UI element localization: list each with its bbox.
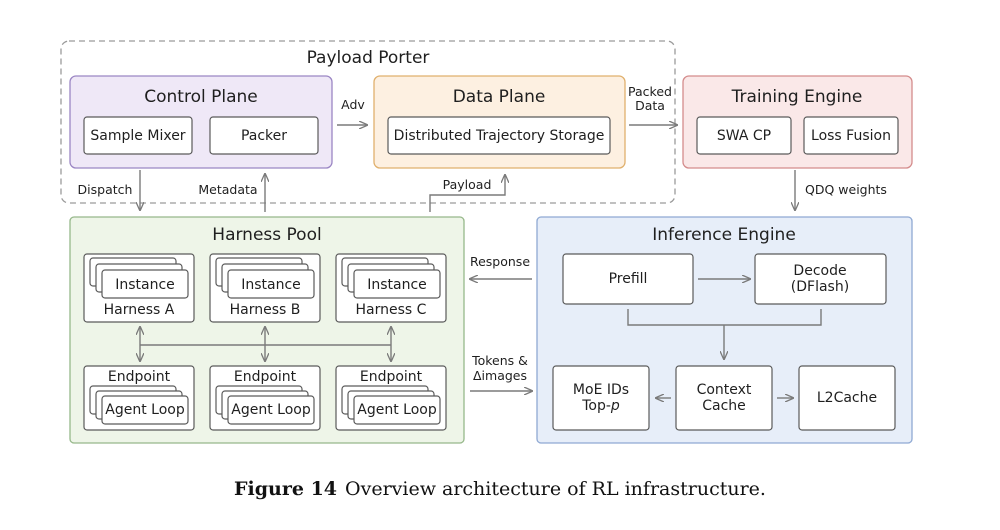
sample-mixer-label: Sample Mixer [90,128,185,144]
moe-ids-label-2: Top-p [581,398,620,414]
endpoint-c-label: Endpoint [360,369,423,385]
decode-label-2: (DFlash) [791,279,849,295]
swa-cp-box [696,116,792,155]
moe-ids-box [552,365,650,431]
prefill-box [562,253,694,305]
swa-cp-label: SWA CP [717,128,771,144]
packed-data-label-1: Packed [628,84,672,99]
instance-b-label: Instance [241,277,301,293]
l2cache-box [798,365,896,431]
loss-fusion-box [803,116,899,155]
sample-mixer-box [83,116,193,155]
endpoint-b-label: Endpoint [234,369,297,385]
packer-box [209,116,319,155]
response-label: Response [470,254,530,269]
metadata-label: Metadata [198,182,257,197]
control-plane-title: Control Plane [144,87,257,107]
moe-ids-label-1: MoE IDs [573,382,629,398]
loss-fusion-label: Loss Fusion [811,128,891,144]
dispatch-label: Dispatch [78,182,133,197]
context-cache-label-1: Context [697,382,752,398]
instance-a-box [101,269,189,299]
harness-pool-title: Harness Pool [212,225,321,245]
qdq-weights-label: QDQ weights [805,182,887,197]
prefill-decode-merge-connector [627,309,822,359]
distributed-storage-label: Distributed Trajectory Storage [394,128,605,144]
figure-caption: Figure 14 Overview architecture of RL inf… [0,478,1000,500]
instance-a-label: Instance [115,277,175,293]
training-engine-title: Training Engine [731,87,863,107]
payload-label: Payload [443,177,492,192]
l2cache-label: L2Cache [817,390,877,406]
agent-loop-c-box [353,395,441,425]
instance-c-box [353,269,441,299]
instance-b-box [227,269,315,299]
harness-b-label: Harness B [230,302,301,318]
harness-endpoint-connectors [140,327,391,361]
packer-label: Packer [241,128,287,144]
tokens-label-2: Δimages [473,368,527,383]
distributed-storage-box [387,116,611,155]
agent-loop-b-box [227,395,315,425]
decode-box [754,253,887,305]
payload-arrow [429,175,505,212]
figure-caption-text: Overview architecture of RL infrastructu… [345,478,766,500]
harness-a-label: Harness A [104,302,175,318]
decode-label-1: Decode [793,263,846,279]
endpoint-a-label: Endpoint [108,369,171,385]
agent-loop-a-label: Agent Loop [105,402,185,418]
agent-loop-c-label: Agent Loop [357,402,437,418]
payload-porter-title: Payload Porter [307,48,430,68]
figure-caption-label: Figure 14 [234,478,338,500]
instance-c-label: Instance [367,277,427,293]
context-cache-box [675,365,773,431]
agent-loop-b-label: Agent Loop [231,402,311,418]
context-cache-label-2: Cache [702,398,746,414]
agent-loop-a-box [101,395,189,425]
tokens-label-1: Tokens & [471,353,528,368]
data-plane-title: Data Plane [453,87,546,107]
packed-data-label-2: Data [635,98,665,113]
prefill-label: Prefill [609,271,648,287]
inference-engine-title: Inference Engine [652,225,796,245]
adv-label: Adv [341,97,365,112]
harness-c-label: Harness C [356,302,427,318]
